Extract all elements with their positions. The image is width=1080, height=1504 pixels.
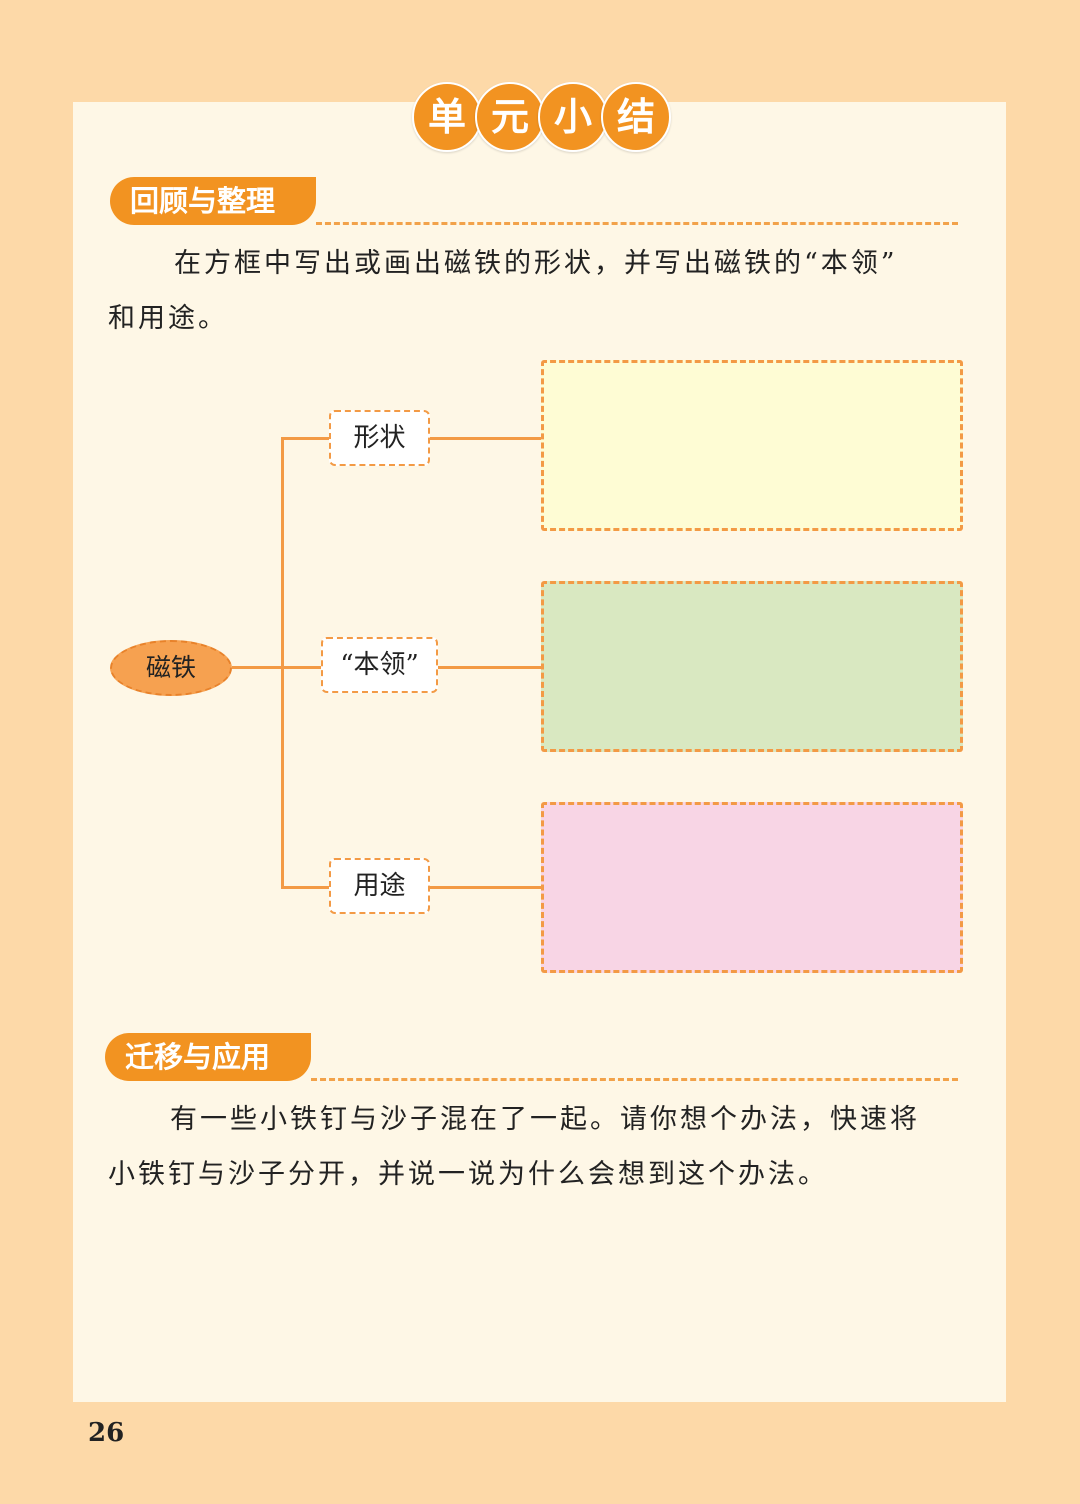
question-line: 有一些小铁钉与沙子混在了一起。请你想个办法，快速将 bbox=[170, 1104, 920, 1135]
section-tag-review: 回顾与整理 bbox=[110, 177, 316, 225]
connector-line bbox=[429, 886, 543, 889]
unit-title: 单 元 小 结 bbox=[412, 82, 671, 152]
instruction-text: 在方框中写出或画出磁铁的形状，并写出磁铁的“本领” 和用途。 bbox=[108, 236, 968, 346]
section-tag-apply: 迁移与应用 bbox=[105, 1033, 311, 1081]
answer-box-use[interactable] bbox=[541, 802, 963, 973]
mindmap-root-magnet: 磁铁 bbox=[110, 640, 232, 696]
section-divider bbox=[316, 222, 958, 225]
instruction-line: 和用途。 bbox=[108, 303, 228, 334]
connector-line bbox=[281, 437, 284, 889]
unit-title-char: 元 bbox=[475, 82, 545, 152]
page-number: 26 bbox=[88, 1418, 125, 1448]
unit-title-char: 结 bbox=[601, 82, 671, 152]
answer-box-ability[interactable] bbox=[541, 581, 963, 752]
connector-line bbox=[429, 437, 543, 440]
page-panel bbox=[73, 102, 1006, 1402]
connector-line bbox=[437, 666, 543, 669]
question-text: 有一些小铁钉与沙子混在了一起。请你想个办法，快速将 小铁钉与沙子分开，并说一说为… bbox=[108, 1092, 968, 1202]
branch-shape: 形状 bbox=[329, 410, 430, 466]
unit-title-char: 小 bbox=[538, 82, 608, 152]
branch-ability: “本领” bbox=[321, 637, 438, 693]
connector-line bbox=[281, 886, 331, 889]
connector-line bbox=[232, 666, 324, 669]
instruction-line: 在方框中写出或画出磁铁的形状，并写出磁铁的“本领” bbox=[174, 248, 898, 279]
unit-title-char: 单 bbox=[412, 82, 482, 152]
question-line: 小铁钉与沙子分开，并说一说为什么会想到这个办法。 bbox=[108, 1159, 828, 1190]
answer-box-shape[interactable] bbox=[541, 360, 963, 531]
section-divider bbox=[311, 1078, 958, 1081]
branch-use: 用途 bbox=[329, 858, 430, 914]
connector-line bbox=[281, 437, 331, 440]
